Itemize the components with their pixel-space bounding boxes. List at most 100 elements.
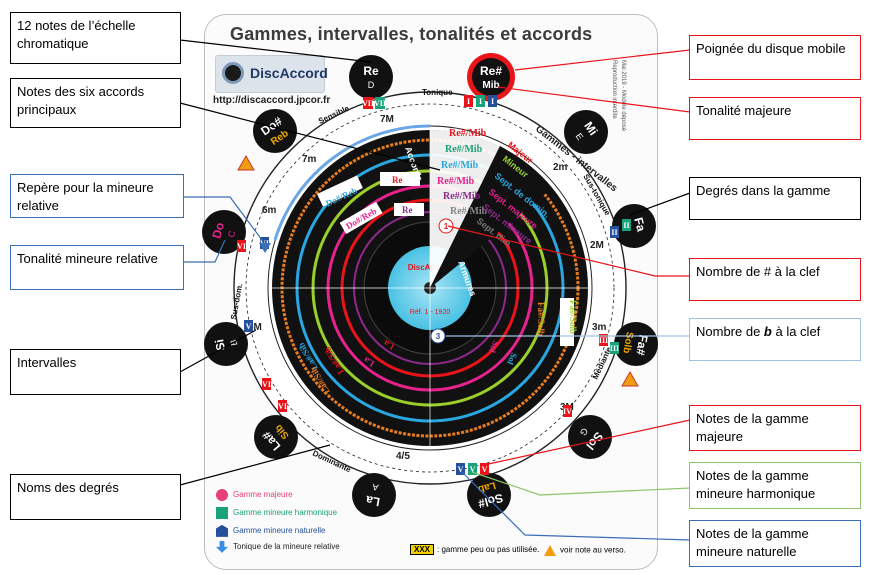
note-top: Fa#	[633, 334, 650, 357]
note-badge-la-sharp[interactable]: La# Sib	[254, 415, 298, 459]
interval: 7m	[302, 154, 317, 165]
xxx-badge: XXX	[410, 544, 435, 555]
label-relative-minor: Tonalité mineure relative	[10, 245, 184, 290]
label-major-scale: Notes de la gamme majeure	[689, 405, 861, 451]
note-top: La	[365, 493, 382, 509]
chord-note-7min: Re#/Mib	[443, 191, 481, 202]
harmonic-degree-marker	[610, 342, 619, 354]
inner-note-box	[317, 175, 363, 207]
natural-marker-icon	[216, 524, 228, 537]
natural-degree-marker	[244, 320, 253, 332]
roman-numeral: VI	[278, 402, 287, 411]
major-degree-marker	[464, 95, 473, 107]
inner-note-box	[339, 201, 383, 235]
legend-rarely-label: : gamme peu ou pas utilisée.	[437, 545, 540, 554]
note-badge-re-sharp[interactable]: Re# Mib	[467, 53, 515, 101]
label-degrees-in-scale: Degrés dans la gamme	[689, 177, 861, 220]
major-degree-marker	[262, 378, 271, 390]
flats-count: 3	[436, 332, 441, 341]
inner-note: Re	[402, 205, 413, 215]
note-bottom: Solb	[620, 331, 635, 354]
inner-note-box	[560, 298, 574, 346]
note-badge-sol[interactable]: Sol G	[568, 415, 612, 459]
note-top: Re#	[480, 64, 502, 78]
legend-warning-label: voir note au verso.	[560, 545, 626, 555]
roman-numeral: II	[623, 221, 629, 230]
card-title: Gammes, intervalles, tonalités et accord…	[230, 24, 593, 44]
note-badge-fa-sharp[interactable]: Fa# Solb	[614, 322, 658, 366]
legend-relative-label: Tonique de la mineure relative	[233, 542, 340, 551]
inner-note: Sol	[487, 339, 501, 355]
interval: 2M	[590, 240, 604, 251]
note-badge-la[interactable]: La A	[352, 473, 396, 517]
interval: 3m	[592, 322, 607, 333]
harmonic-degree-marker	[468, 463, 477, 475]
legend-natural: Gamme mineure naturelle	[216, 524, 325, 538]
inner-note: Fa#/Solb	[536, 302, 546, 336]
interval: 4/5	[396, 451, 410, 462]
label-six-chords: Notes des six accords principaux	[10, 78, 181, 128]
roman-numeral: I	[467, 97, 470, 106]
interval: 7M	[380, 114, 394, 125]
legend-relative: Tonique de la mineure relative	[216, 540, 340, 554]
disc-logo-icon	[222, 62, 244, 84]
logo-text: DiscAccord	[250, 65, 328, 81]
harmonic-degree-marker	[476, 95, 485, 107]
note-top: Si	[212, 338, 228, 352]
site-url[interactable]: http://discaccord.jpcor.fr	[213, 95, 331, 106]
interval: 6m	[262, 205, 277, 216]
flat-symbol: b	[763, 324, 772, 339]
interval: 6M	[248, 322, 262, 333]
label-chromatic: 12 notes de l’échelle chromatique	[10, 12, 181, 64]
roman-numeral: I	[491, 97, 494, 106]
note-top: Mi	[581, 119, 600, 138]
major-degree-marker	[278, 400, 287, 412]
legend-rarely-used: XXX: gamme peu ou pas utilisée.	[410, 544, 540, 555]
note-badge-si[interactable]: Si B	[204, 322, 248, 366]
label-major-key: Tonalité majeure	[689, 97, 861, 140]
chord-note-7dom: Re#/Mib	[441, 160, 479, 171]
inner-note: La	[361, 355, 376, 369]
degree-name: Tonique	[422, 88, 453, 97]
inner-note: La	[381, 338, 396, 352]
roman-numeral: VII	[362, 99, 374, 108]
roman-numeral: III	[610, 344, 619, 353]
note-top: Re	[363, 64, 379, 78]
inner-note: Re	[392, 175, 403, 185]
legend-natural-label: Gamme mineure naturelle	[233, 526, 326, 535]
major-degree-marker	[480, 463, 489, 475]
harmonic-marker-icon	[216, 506, 228, 519]
note-badge-re[interactable]: Re D	[349, 55, 393, 99]
roman-numeral: VII	[374, 99, 386, 108]
roman-numeral: VI	[237, 242, 246, 251]
inner-note: Fa#/Solb	[568, 300, 578, 334]
chord-note-7dim: Re#/Mib	[450, 206, 488, 217]
note-bottom: E	[574, 131, 586, 142]
note-badge-do-sharp[interactable]: Do# Reb	[253, 109, 297, 153]
chord-note-minor: Re#/Mib	[445, 144, 483, 155]
harmonic-degree-marker	[622, 219, 631, 231]
label-relative-mark: Repère pour la mineure relative	[10, 174, 184, 218]
label-sharps: Nombre de # à la clef	[689, 258, 861, 301]
flats-count-badge	[430, 328, 446, 344]
legend-harmonic: Gamme mineure harmonique	[216, 506, 337, 520]
label-flats-prefix: Nombre de	[696, 324, 764, 339]
label-degree-names: Noms des degrés	[10, 474, 181, 520]
chord-note-major: Re#/Mib	[449, 128, 487, 139]
label-flats: Nombre de b à la clef	[689, 318, 861, 361]
chord-window	[430, 129, 500, 288]
roman-numeral: IV	[563, 407, 572, 416]
natural-degree-marker	[456, 463, 465, 475]
roman-numeral: V	[458, 465, 464, 474]
note-bottom: Mib	[482, 80, 499, 91]
note-badge-mi[interactable]: Mi E	[564, 110, 608, 154]
natural-degree-marker	[488, 95, 497, 107]
sharps-count: 1	[444, 222, 449, 231]
note-badge-sol-sharp[interactable]: Sol# Lab	[467, 473, 511, 517]
legend-harmonic-label: Gamme mineure harmonique	[233, 508, 338, 517]
chord-note-7maj: Re#/Mib	[437, 176, 475, 187]
roman-numeral: III	[599, 336, 608, 345]
major-degree-marker	[237, 240, 246, 252]
major-degree-marker	[563, 405, 572, 417]
inner-note-box	[380, 172, 420, 186]
